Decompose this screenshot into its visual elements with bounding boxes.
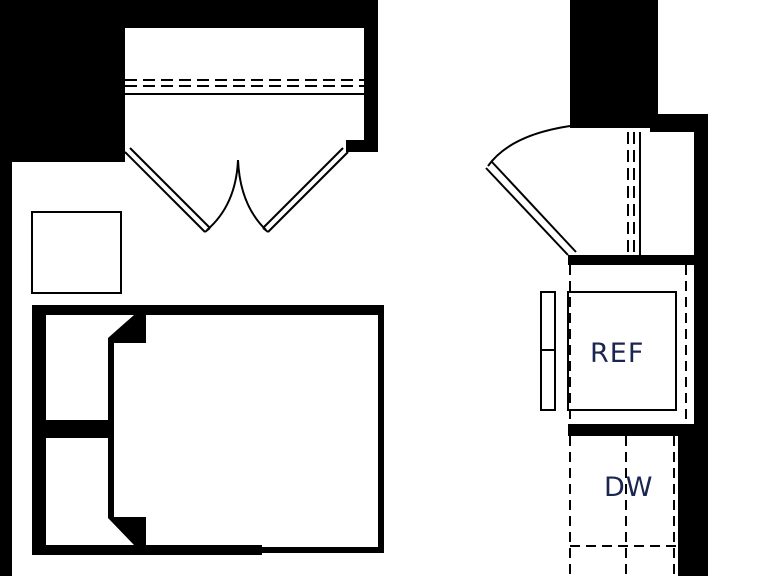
wall-fridge-bottom: [568, 424, 708, 436]
walls: [0, 0, 378, 576]
closet-shelf: [125, 79, 364, 95]
refrigerator: [540, 265, 687, 424]
refrigerator-label: REF: [590, 338, 645, 369]
bed-pillow-divider: [32, 420, 112, 438]
wall-fridge-top: [568, 255, 708, 265]
wall-closet-jamb: [346, 140, 368, 152]
bed-frame-top: [32, 305, 382, 315]
bed-corner-top: [108, 315, 146, 343]
wall-dw-right: [678, 430, 708, 576]
nightstand: [31, 211, 122, 294]
wall-right-header: [650, 114, 708, 132]
bed: [32, 305, 384, 555]
bed-frame-bottom-right: [262, 547, 382, 553]
wall-top-left-block: [0, 0, 125, 162]
wall-top-header: [120, 0, 378, 28]
bed-corner-bottom: [108, 517, 146, 545]
bed-frame-right: [378, 305, 384, 553]
right-walls: [568, 0, 708, 576]
bifold-closet-doors: [124, 147, 349, 233]
pantry-lines: [627, 132, 641, 255]
wall-closet-right: [364, 0, 378, 152]
wall-left-strip: [0, 160, 12, 576]
headboard-bar: [108, 340, 114, 518]
dishwasher: [569, 436, 678, 576]
wall-right-column: [570, 0, 658, 128]
dishwasher-label: DW: [604, 472, 654, 503]
entry-door: [485, 125, 577, 256]
bed-frame-bottom: [32, 545, 262, 555]
